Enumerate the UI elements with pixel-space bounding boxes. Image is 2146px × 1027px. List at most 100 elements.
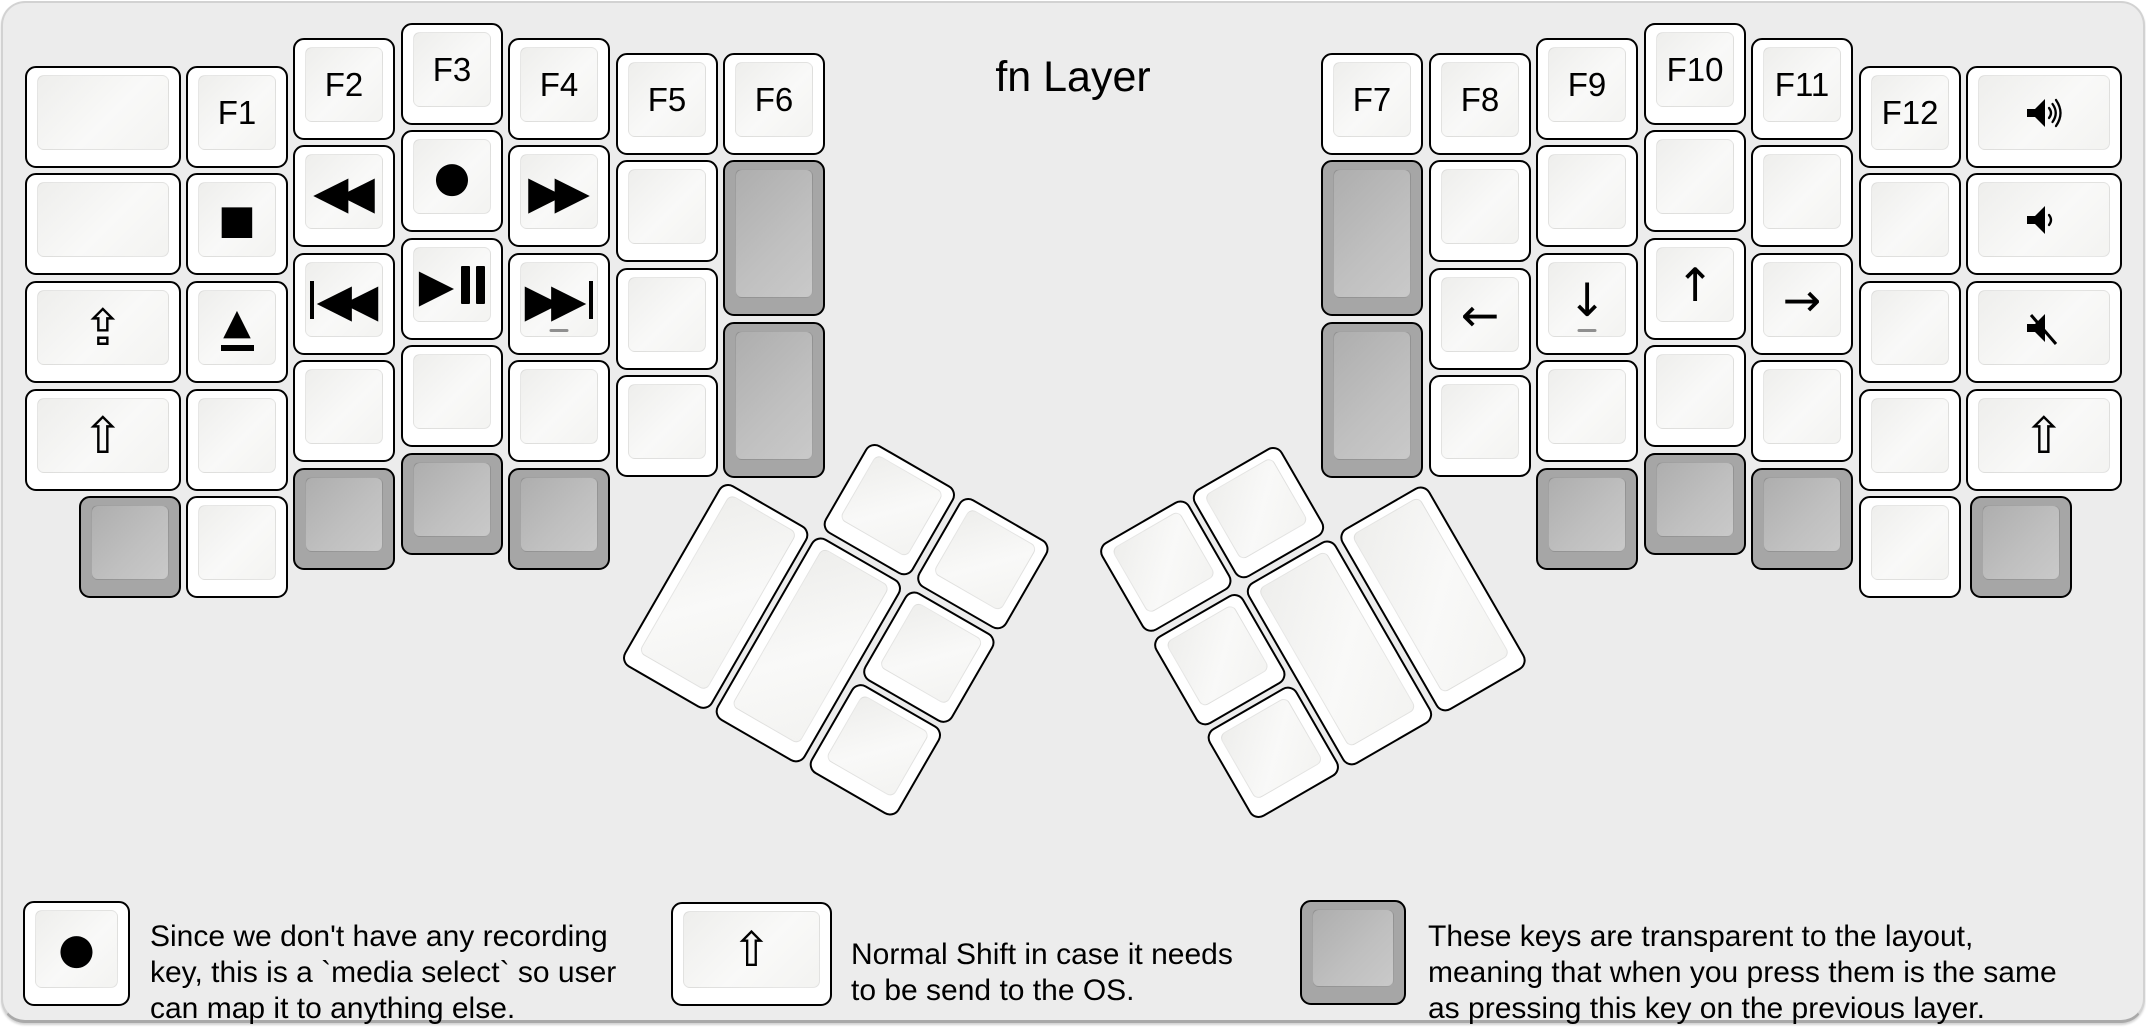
key-transparent[interactable] [79,496,181,598]
key-blank[interactable] [186,496,288,598]
key-label: ⇧ [731,921,772,978]
triangle-l-glyph: ◀ [313,164,349,219]
keycap-top [37,182,169,257]
key-blank[interactable] [1644,130,1746,232]
keycap-top: F6 [735,62,813,137]
key-arrow-down[interactable]: ↓ [1536,253,1638,355]
key-mute[interactable] [1966,281,2122,383]
keycap-top: ● [35,910,118,988]
key-transparent[interactable] [401,453,503,555]
key-blank[interactable] [616,160,718,262]
key-blank[interactable] [1859,496,1961,598]
keycap-top: ▲ [198,290,276,365]
key-transparent[interactable] [1644,453,1746,555]
key-arrow-left[interactable]: ← [1429,268,1531,370]
key-shift-right[interactable]: ⇧ [1966,389,2122,491]
key-blank[interactable] [1859,389,1961,491]
key-eject[interactable]: ▲ [186,281,288,383]
key-blank[interactable] [1429,160,1531,262]
key-label: F6 [754,81,794,118]
keycap-top [413,462,491,537]
key-arrow-up[interactable]: ↑ [1644,238,1746,340]
key-record[interactable]: ● [401,130,503,232]
key-stop[interactable]: ■ [186,173,288,275]
key-blank[interactable] [25,66,181,168]
key-shift-left[interactable]: ⇧ [25,389,181,491]
key-f12[interactable]: F12 [1859,66,1961,168]
key-blank[interactable] [616,375,718,477]
key-blank[interactable] [1536,360,1638,462]
key-rewind[interactable]: ◀◀ [293,145,395,247]
key-volume-down[interactable] [1966,173,2122,275]
keycap-top: ▶ [413,247,491,322]
key-label: F5 [647,81,687,118]
keycap-top: F4 [520,47,598,122]
key-f4[interactable]: F4 [508,38,610,140]
keycap-top: ◀◀ [305,154,383,229]
volume-mute-icon [2027,313,2058,345]
key-prev-track[interactable]: ◀◀ [293,253,395,355]
keycap-top [1333,169,1411,298]
key-blank[interactable] [25,173,181,275]
key-f7[interactable]: F7 [1321,53,1423,155]
key-blank[interactable] [1859,173,1961,275]
key-f6[interactable]: F6 [723,53,825,155]
key-volume-up[interactable] [1966,66,2122,168]
key-blank[interactable] [1751,360,1853,462]
keycap-top [1441,169,1519,244]
key-blank[interactable] [1429,375,1531,477]
triangle-l-glyph: ◀ [316,272,352,327]
keycap-top [1656,139,1734,214]
keycap-top: ⇧ [683,911,820,988]
key-blank[interactable] [1536,145,1638,247]
key-play-pause[interactable]: ▶ [401,238,503,340]
key-f2[interactable]: F2 [293,38,395,140]
keycap-top [628,277,706,352]
prev-icon: ◀◀ [309,272,378,327]
keycap-top [37,75,169,150]
keycap-top: ↑ [1656,247,1734,322]
key-next-track[interactable]: ▶▶ [508,253,610,355]
key-transparent[interactable] [1751,468,1853,570]
key-f11[interactable]: F11 [1751,38,1853,140]
keycap-top: ■ [198,182,276,257]
key-blank[interactable] [1644,345,1746,447]
key-f1[interactable]: F1 [186,66,288,168]
key-transparent[interactable] [1321,322,1423,478]
key-f9[interactable]: F9 [1536,38,1638,140]
key-label: ⇧ [2023,406,2065,465]
key-blank[interactable] [1751,145,1853,247]
bar [309,280,314,319]
key-transparent[interactable] [508,468,610,570]
key-blank[interactable] [293,360,395,462]
key-arrow-right[interactable]: → [1751,253,1853,355]
keycap-top [198,505,276,580]
keycap-top [1656,354,1734,429]
key-transparent[interactable] [723,322,825,478]
keycap-top: ▶▶ [520,154,598,229]
key-f10[interactable]: F10 [1644,23,1746,125]
keycap-top [520,369,598,444]
next-icon: ▶▶ [525,277,594,323]
key-transparent[interactable] [1321,160,1423,316]
playpause-icon: ▶ [419,262,486,308]
keycap-top [878,601,984,706]
keycap-top [1982,505,2060,580]
key-transparent[interactable] [1536,468,1638,570]
key-f8[interactable]: F8 [1429,53,1531,155]
key-blank[interactable] [186,389,288,491]
key-f5[interactable]: F5 [616,53,718,155]
key-fast-forward[interactable]: ▶▶ [508,145,610,247]
key-caps-lock[interactable]: ⇪ [25,281,181,383]
key-blank[interactable] [508,360,610,462]
keycap-top [1333,331,1411,460]
keycap-top: F2 [305,47,383,122]
key-blank[interactable] [1859,281,1961,383]
key-blank[interactable] [616,268,718,370]
keycap-top [1871,505,1949,580]
key-blank[interactable] [401,345,503,447]
key-transparent[interactable] [723,160,825,316]
key-f3[interactable]: F3 [401,23,503,125]
key-transparent[interactable] [1970,496,2072,598]
key-transparent[interactable] [293,468,395,570]
